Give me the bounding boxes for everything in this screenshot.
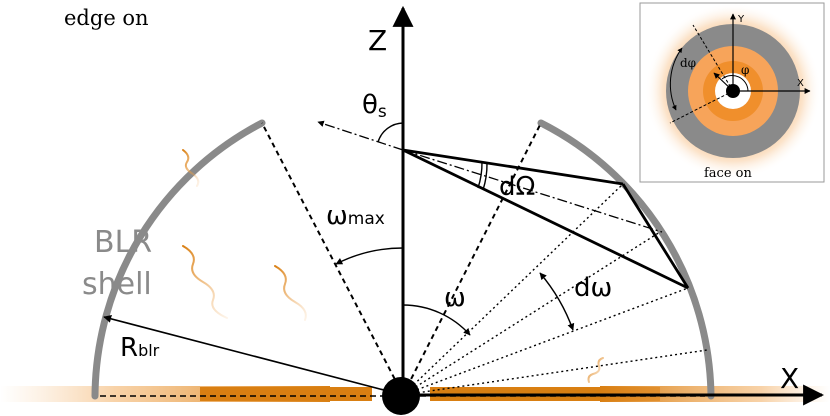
omega-arc: [402, 304, 471, 336]
d-omega-solid-label: dΩ: [499, 172, 535, 202]
r-blr-label: Rblr: [120, 333, 160, 363]
d-omega-arc: [539, 272, 575, 331]
omega-max-sub: max: [348, 209, 385, 229]
dotted-ray-1: [402, 183, 624, 396]
omega-label: ω: [444, 283, 466, 313]
z-axis-label: Z: [368, 24, 387, 57]
omega-max-left-line: [261, 122, 404, 396]
blr-label-line1: BLR: [94, 225, 152, 260]
domega-cone-upper: [402, 148, 624, 186]
inset-y-label: Y: [737, 14, 745, 25]
emission-wiggles: [182, 149, 604, 383]
d-omega-solid-arc-2: [482, 162, 488, 191]
domega-chord: [621, 183, 690, 289]
omega-max-arc: [335, 247, 404, 265]
inset-x-label: X: [797, 78, 804, 89]
theta-s-label: θs: [362, 90, 387, 122]
wiggle-4: [587, 357, 604, 383]
blr-shell: [91, 119, 715, 400]
r-blr-main: R: [120, 333, 138, 363]
shell-arc-right: [537, 119, 715, 400]
line-of-sight: [317, 120, 404, 151]
edge-on-label: edge on: [64, 6, 149, 30]
theta-s-sub: s: [378, 102, 387, 122]
dotted-ray-4: [402, 349, 708, 396]
central-black-hole: [382, 377, 420, 415]
shell-arc-left: [91, 119, 266, 400]
face-on-label: face on: [704, 166, 752, 181]
d-omega-label: dω: [574, 273, 612, 303]
x-axis-label: X: [780, 362, 799, 395]
inset-phi-arc: [721, 75, 749, 92]
wiggle-1: [182, 149, 200, 187]
theta-s-main: θ: [362, 90, 378, 120]
omega-max-label: ωmax: [326, 201, 385, 231]
disk-left-band: [200, 387, 372, 401]
r-blr-sub: blr: [138, 341, 160, 360]
dotted-ray-2: [402, 231, 661, 396]
inset-dash-ray-2: [669, 90, 734, 124]
r-blr-arrow: [103, 314, 404, 396]
line-of-sight-back: [402, 149, 663, 233]
inset-dphi-label: dφ: [680, 56, 696, 70]
omega-max-right-line: [402, 122, 542, 396]
inset-dphi-arc: [669, 47, 683, 111]
domega-cone-lower: [402, 148, 689, 290]
theta-s-arc: [377, 122, 404, 143]
blr-label-line2: shell: [82, 267, 152, 302]
dotted-ray-3: [402, 287, 689, 396]
inset-phi-label: φ: [741, 63, 749, 77]
omega-max-main: ω: [326, 201, 348, 231]
inset-dash-ray-1: [692, 24, 734, 92]
d-omega-solid-arc-1: [477, 161, 483, 189]
face-on-inset: Y X φ dφ face on: [639, 2, 825, 183]
wiggle-3: [274, 265, 307, 321]
inset-phi-ray: [713, 72, 734, 92]
wiggle-2: [182, 245, 228, 319]
